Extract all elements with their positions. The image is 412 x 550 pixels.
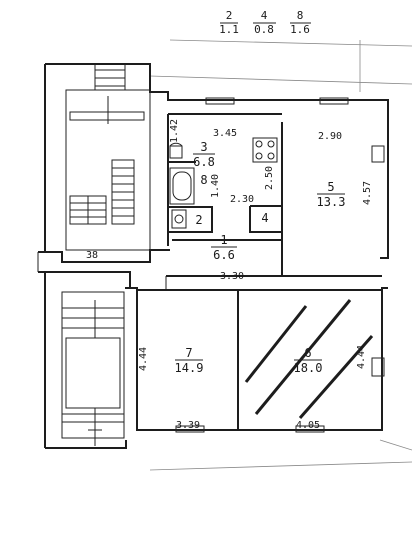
dimension-1-40: 1.40 <box>210 174 221 198</box>
legend-room-4-number: 4 <box>261 9 268 22</box>
room-8-number: 8 <box>200 173 207 187</box>
legend-room-4-area: 0.8 <box>254 23 274 36</box>
hatch-room-6 <box>244 299 374 419</box>
dimension-4-44-right: 4.44 <box>356 345 367 369</box>
legend-room-8-number: 8 <box>297 9 304 22</box>
toilet-icon <box>171 209 187 229</box>
background-guides <box>149 39 412 471</box>
legend-room-2-number: 2 <box>226 9 233 22</box>
dimension-2-30: 2.30 <box>230 194 254 205</box>
dimension-2-50: 2.50 <box>264 166 275 190</box>
room-7-label: 7 14.9 <box>175 346 204 375</box>
sink-icon <box>169 142 183 159</box>
room-1-number: 1 <box>220 233 227 247</box>
room-labels: 3 6.8 8 2 4 5 13.3 1 6.6 7 14.9 6 18.0 <box>175 140 346 375</box>
room-2-number: 2 <box>195 213 202 227</box>
legend-room-8-area: 1.6 <box>290 23 310 36</box>
room-4-number: 4 <box>261 211 268 225</box>
exterior-walls <box>37 63 389 449</box>
dimension-labels: 3.45 2.90 1.42 2.50 4.57 1.40 2.30 3.30 … <box>138 119 373 431</box>
legend-room-2-area: 1.1 <box>219 23 239 36</box>
room-3-area: 6.8 <box>193 155 215 169</box>
upper-stairwell: 38 <box>65 64 151 261</box>
room-6-number: 6 <box>304 346 311 360</box>
room-6-label: 6 18.0 <box>294 346 323 375</box>
room-6-area: 18.0 <box>294 361 323 375</box>
dimension-4-44-left: 4.44 <box>138 347 149 371</box>
dimension-4-57: 4.57 <box>362 181 373 205</box>
dimension-2-90: 2.90 <box>318 131 342 142</box>
room-3-number: 3 <box>200 140 207 154</box>
lower-stairwell <box>61 291 125 446</box>
room-5-label: 5 13.3 <box>317 180 346 209</box>
room-7-area: 14.9 <box>175 361 204 375</box>
interior-walls <box>167 97 385 433</box>
dimension-38: 38 <box>86 250 98 261</box>
dimension-4-05: 4.05 <box>296 420 320 431</box>
bathtub-icon <box>169 167 195 205</box>
dimension-3-45: 3.45 <box>213 128 237 139</box>
room-3-label: 3 6.8 <box>193 140 215 169</box>
room-5-area: 13.3 <box>317 195 346 209</box>
room-7-number: 7 <box>185 346 192 360</box>
dimension-3-39: 3.39 <box>176 420 200 431</box>
dimension-1-42: 1.42 <box>169 119 180 143</box>
area-legend: 2 1.1 4 0.8 8 1.6 <box>219 9 311 36</box>
dimension-3-30: 3.30 <box>220 271 244 282</box>
stove-icon <box>252 137 278 163</box>
room-1-area: 6.6 <box>213 248 235 262</box>
room-1-label: 1 6.6 <box>211 233 237 262</box>
room-5-number: 5 <box>327 180 334 194</box>
